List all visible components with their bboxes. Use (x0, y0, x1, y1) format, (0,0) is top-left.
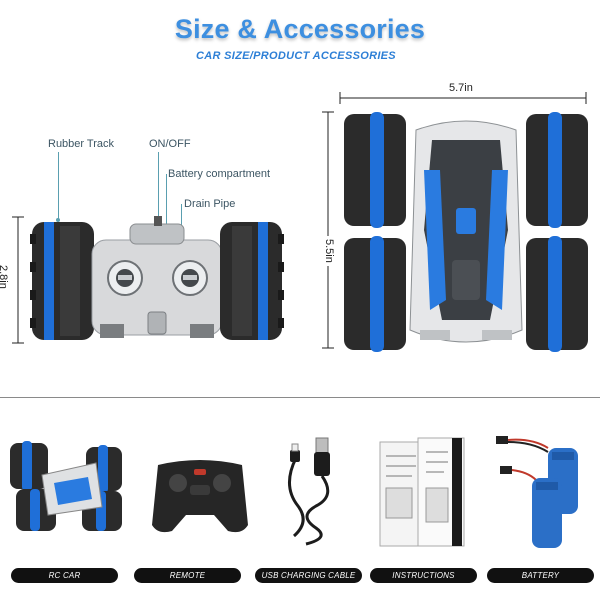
usb-cable-image (288, 437, 330, 546)
label-remote: REMOTE (134, 568, 241, 583)
instructions-image (379, 437, 465, 547)
width-dimension-line (339, 92, 587, 104)
label-battery: BATTERY (487, 568, 594, 583)
battery-image (496, 436, 578, 548)
rear-right-wheel-top (526, 236, 588, 352)
right-wheel-side (220, 222, 284, 340)
label-instructions: INSTRUCTIONS (370, 568, 477, 583)
leader-rubber-track (58, 152, 59, 220)
car-body-top (409, 120, 523, 343)
car-side-view (30, 216, 284, 340)
remote-image (152, 460, 248, 533)
width-dimension-label: 5.7in (446, 82, 476, 94)
leader-on-off (158, 152, 159, 220)
leader-dot-rubber-track (56, 218, 60, 222)
height-dimension-label: 2.8in (0, 265, 9, 289)
front-left-wheel-top (344, 112, 406, 228)
label-usb-cable: USB CHARGING CABLE (255, 568, 362, 583)
page-title: Size & Accessories (174, 14, 426, 44)
length-dimension-label: 5.5in (323, 236, 335, 266)
length-dimension-line (322, 111, 334, 349)
height-dimension-line (12, 216, 24, 344)
rear-left-wheel-top (344, 236, 406, 352)
front-right-wheel-top (526, 112, 588, 228)
callout-drain-pipe: Drain Pipe (184, 198, 236, 210)
car-body-side (91, 216, 223, 338)
page-subtitle: CAR SIZE/PRODUCT ACCESSORIES (196, 50, 396, 62)
callout-battery-compartment: Battery compartment (168, 168, 271, 180)
label-rc-car: RC CAR (11, 568, 118, 583)
callout-rubber-track: Rubber Track (48, 138, 115, 150)
section-divider (0, 397, 600, 398)
car-top-view (344, 112, 588, 352)
callout-on-off: ON/OFF (149, 138, 191, 150)
left-wheel-side (30, 222, 94, 340)
rc-car-image (10, 441, 122, 531)
